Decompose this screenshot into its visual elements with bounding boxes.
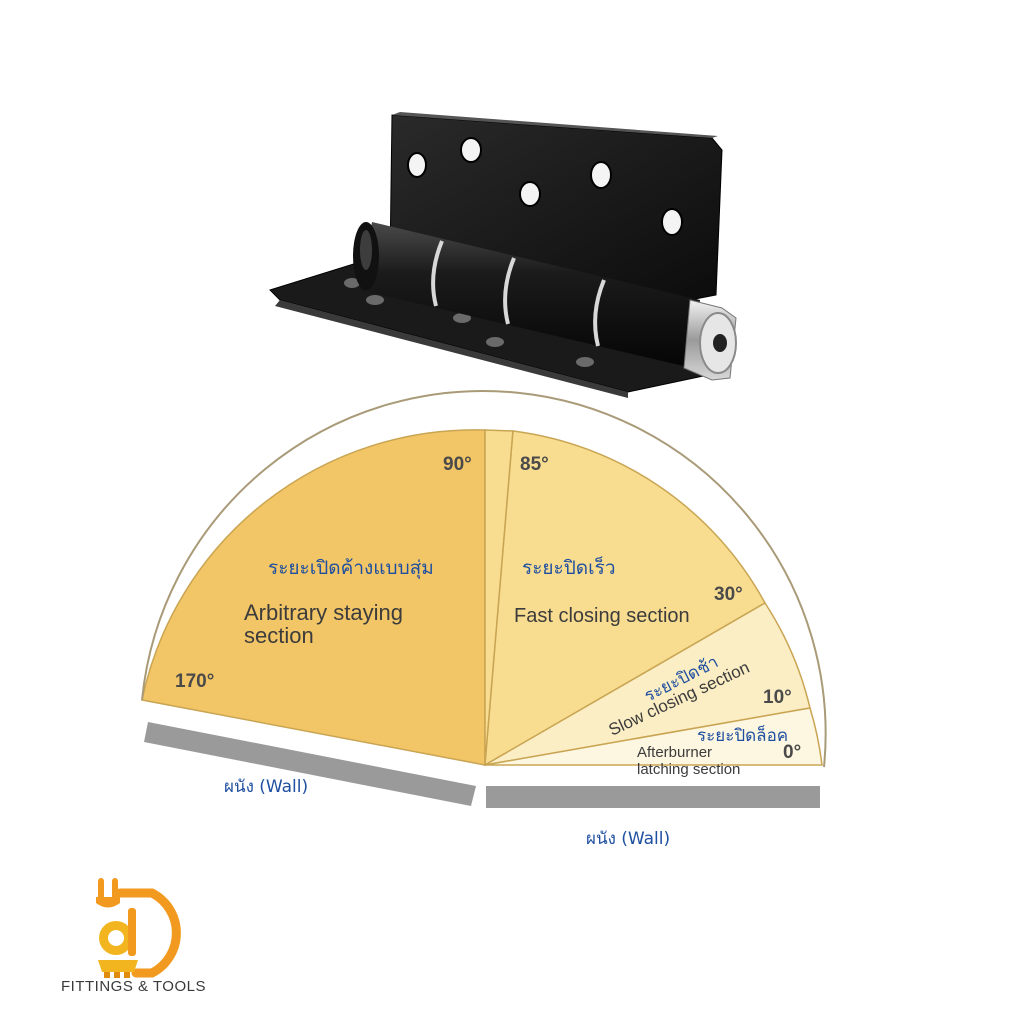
arbitrary-en-label-1: Arbitrary staying [244, 600, 403, 625]
right-wall-label: ผนัง (Wall) [586, 829, 670, 849]
fast-en-label: Fast closing section [514, 605, 690, 627]
hinge-icon [269, 112, 737, 398]
arbitrary-en-label-2: section [244, 623, 314, 648]
fast-thai-label: ระยะปิดเร็ว [522, 555, 616, 579]
degree-10: 10° [763, 687, 792, 708]
latch-thai-label: ระยะปิดล็อค [697, 724, 788, 746]
degree-90: 90° [443, 454, 472, 475]
latch-en-label-2: latching section [637, 761, 740, 778]
degree-85: 85° [520, 454, 549, 475]
left-wall [144, 722, 476, 806]
arbitrary-section [141, 429, 486, 766]
fast-closing-section [484, 430, 767, 767]
door-angle-diagram: 90° 85° 30° 170° 10° 0° ระยะเปิดค้างแบบส… [141, 389, 827, 849]
brand-logo-icon [96, 878, 181, 978]
degree-0: 0° [783, 742, 801, 763]
latching-section [484, 707, 823, 766]
arbitrary-thai-label: ระยะเปิดค้างแบบสุ่ม [268, 557, 434, 580]
right-wall [486, 786, 820, 808]
left-wall-label: ผนัง (Wall) [224, 777, 308, 797]
brand-name: FITTINGS & TOOLS [61, 978, 206, 995]
degree-30: 30° [714, 584, 743, 605]
degree-170: 170° [175, 671, 214, 692]
latch-en-label-1: Afterburner [637, 744, 712, 761]
